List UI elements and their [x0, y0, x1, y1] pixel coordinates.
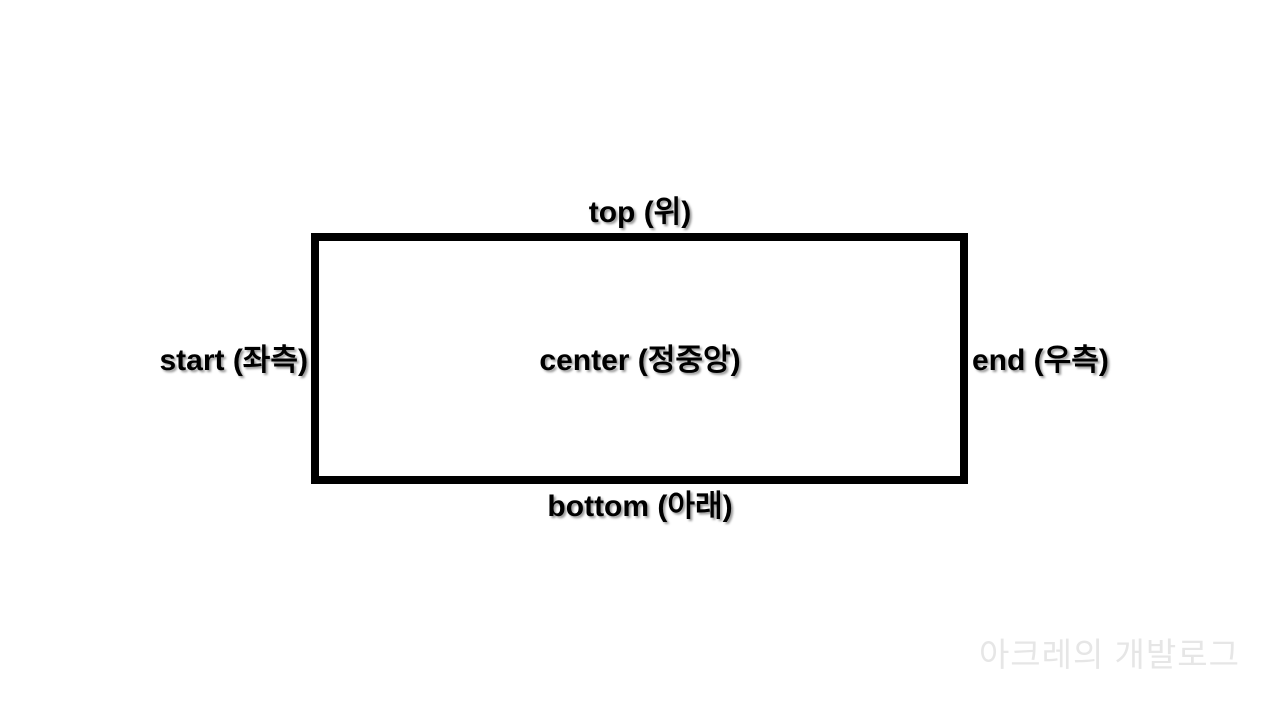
label-top: top (위): [588, 196, 692, 229]
alignment-reference-rectangle: [311, 233, 968, 484]
label-bottom: bottom (아래): [547, 490, 733, 523]
watermark-text: 아크레의 개발로그: [978, 636, 1240, 673]
label-center: center (정중앙): [539, 344, 741, 377]
label-end: end (우측): [972, 344, 1109, 377]
label-start: start (좌측): [159, 344, 308, 377]
